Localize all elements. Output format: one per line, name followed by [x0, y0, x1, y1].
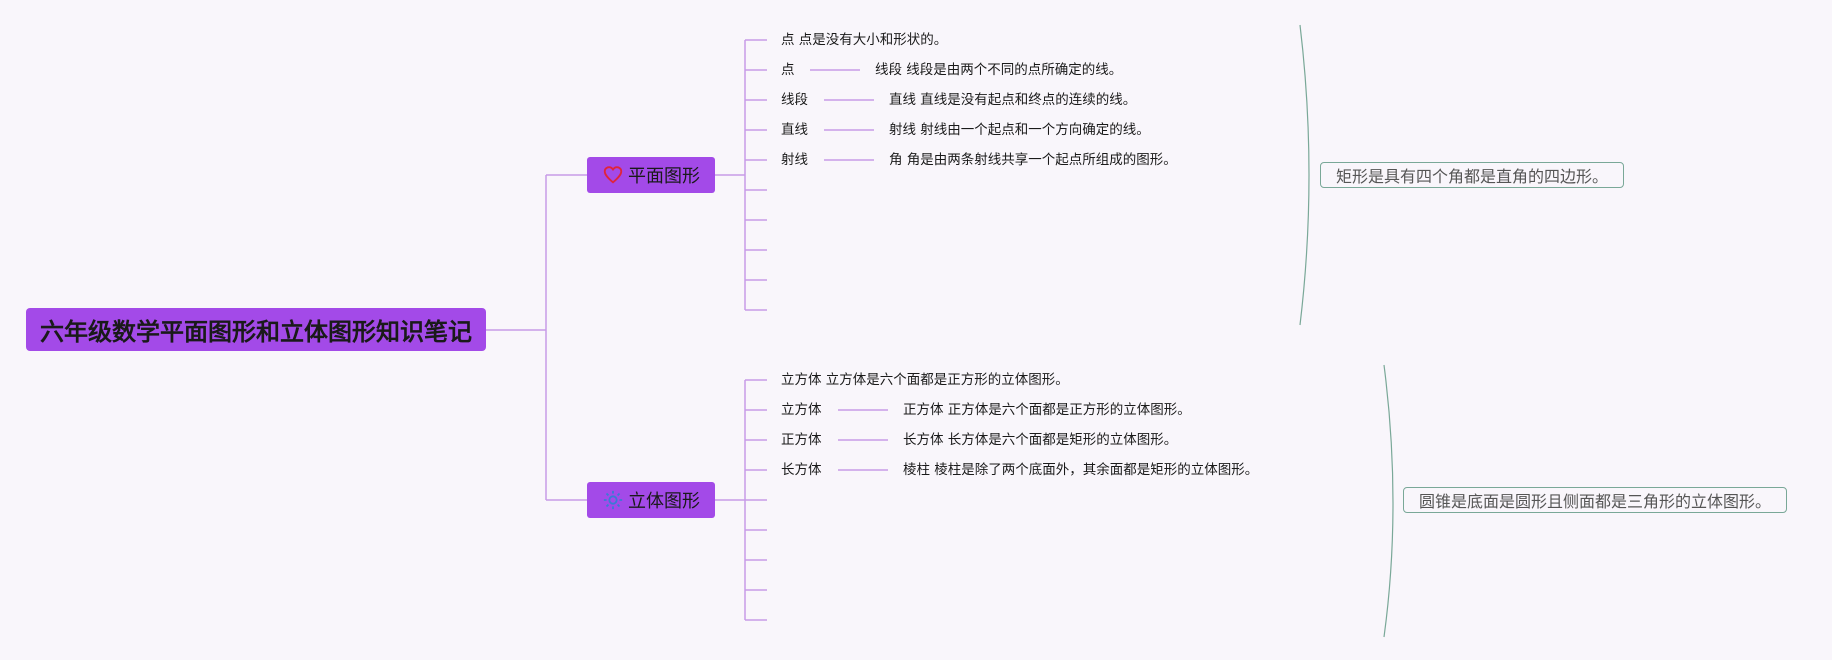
root-topic[interactable]: 六年级数学平面图形和立体图形知识笔记 — [26, 308, 486, 351]
gear-icon — [603, 490, 623, 510]
leaf-item[interactable]: 点 点是没有大小和形状的。 — [781, 32, 948, 48]
leaf-item[interactable]: 立方体 立方体是六个面都是正方形的立体图形。 — [781, 372, 1069, 388]
leaf-item[interactable]: 角 角是由两条射线共享一个起点所组成的图形。 — [889, 152, 1177, 168]
leaf-item[interactable]: 直线 — [781, 122, 808, 138]
summary-text: 矩形是具有四个角都是直角的四边形。 — [1335, 167, 1608, 186]
leaf-item[interactable]: 直线 直线是没有起点和终点的连续的线。 — [889, 92, 1137, 108]
branch-label: 立体图形 — [628, 491, 700, 512]
leaf-item[interactable]: 正方体 正方体是六个面都是正方形的立体图形。 — [903, 402, 1191, 418]
leaf-item[interactable]: 长方体 长方体是六个面都是矩形的立体图形。 — [903, 432, 1178, 448]
summary-box[interactable]: 圆锥是底面是圆形且侧面都是三角形的立体图形。 — [1403, 487, 1787, 513]
leaf-item[interactable]: 射线 射线由一个起点和一个方向确定的线。 — [889, 122, 1150, 138]
leaf-item[interactable]: 点 — [781, 62, 795, 78]
leaf-item[interactable]: 棱柱 棱柱是除了两个底面外，其余面都是矩形的立体图形。 — [903, 462, 1259, 478]
leaf-item[interactable]: 线段 — [781, 92, 808, 108]
branch-solid-figures[interactable]: 立体图形 — [587, 482, 715, 518]
branch-label: 平面图形 — [628, 166, 700, 187]
leaf-item[interactable]: 正方体 — [781, 432, 822, 448]
leaf-item[interactable]: 立方体 — [781, 402, 822, 418]
root-title: 六年级数学平面图形和立体图形知识笔记 — [40, 318, 472, 346]
heart-icon — [603, 166, 623, 184]
branch-plane-figures[interactable]: 平面图形 — [587, 157, 715, 193]
leaf-item[interactable]: 射线 — [781, 152, 808, 168]
leaf-item[interactable]: 线段 线段是由两个不同的点所确定的线。 — [875, 62, 1123, 78]
leaf-item[interactable]: 长方体 — [781, 462, 822, 478]
summary-text: 圆锥是底面是圆形且侧面都是三角形的立体图形。 — [1418, 492, 1771, 511]
summary-box[interactable]: 矩形是具有四个角都是直角的四边形。 — [1320, 162, 1624, 188]
